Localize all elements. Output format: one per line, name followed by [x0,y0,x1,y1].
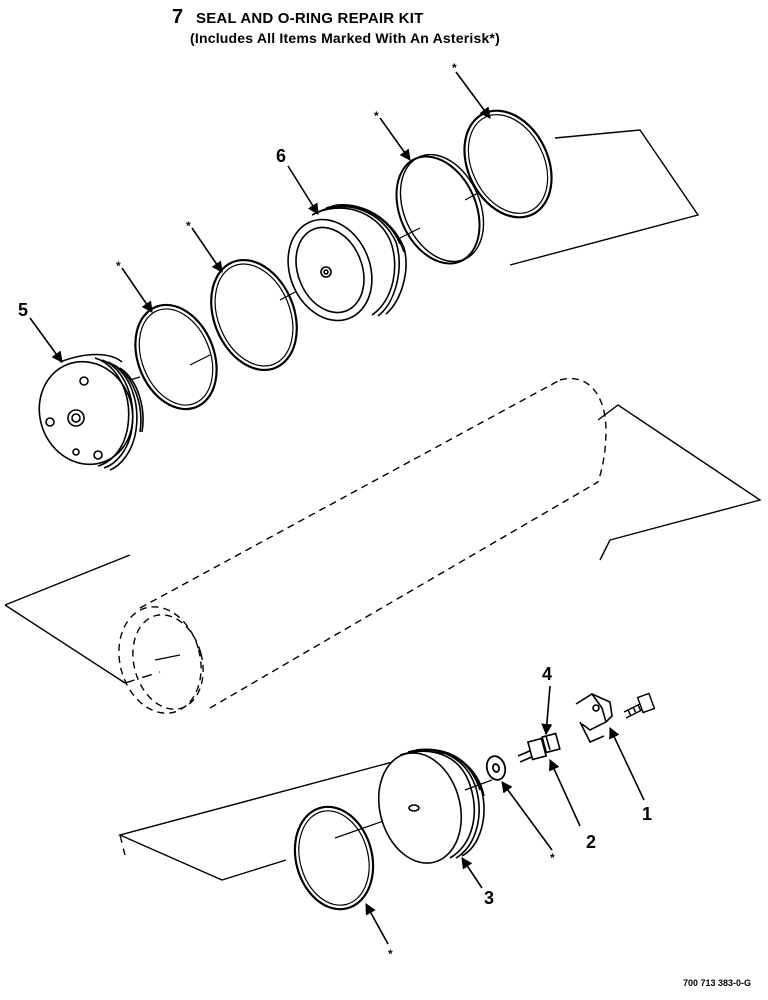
o-ring-upper-1 [134,303,218,411]
asterisk-ring-3: * [374,109,379,123]
asterisk-ring-4: * [452,61,457,75]
lower-phantom-outline [117,759,401,881]
callout-2: 2 [586,832,596,852]
asterisk-lower-ring: * [388,947,393,961]
callout-6: 6 [276,146,286,166]
callout-4: 4 [542,664,552,684]
title-main: SEAL AND O-RING REPAIR KIT [196,10,424,27]
callout-5: 5 [18,300,28,320]
asterisk-washer: * [550,851,555,865]
o-ring-upper-2 [210,258,298,372]
part-3-end-cap [377,748,485,864]
callout-leaders [29,71,645,945]
part-5-end-cap [38,353,144,471]
part-1-bolt [623,692,656,719]
part-4-fitting [517,732,561,763]
asterisk-ring-1: * [116,259,121,273]
washer [485,755,507,781]
seal-ring-upper-3 [395,153,485,265]
upper-phantom-outline [509,129,700,266]
figure-code: 700 713 383-0-G [683,978,752,988]
callout-1: 1 [642,804,652,824]
part-1-bracket [575,692,613,744]
asterisk-ring-2: * [186,219,191,233]
part-6-piston [287,204,407,322]
tube-plane-outline [4,404,762,684]
title-subtitle: (Includes All Items Marked With An Aster… [190,30,500,46]
title-number: 7 [172,6,184,28]
callout-labels: 5 6 4 1 2 3 * * * * * * [18,61,652,961]
cylinder-tube [118,377,607,714]
o-ring-upper-4 [463,109,553,219]
callout-3: 3 [484,888,494,908]
o-ring-lower [293,805,375,911]
